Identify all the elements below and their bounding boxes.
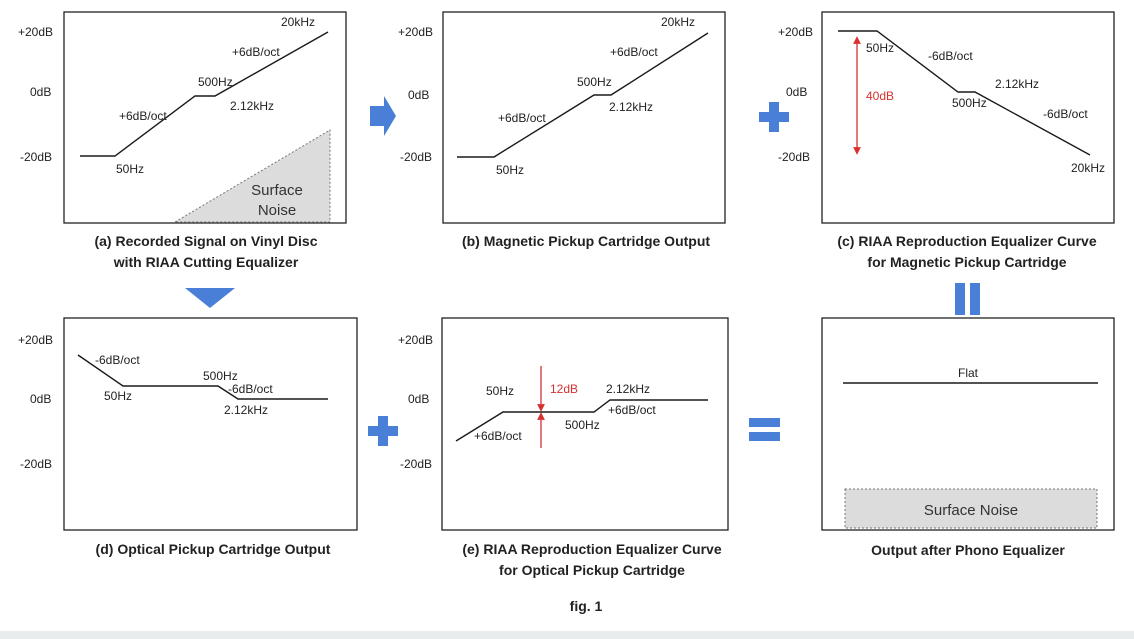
caption-e-line2: for Optical Pickup Cartridge (499, 562, 685, 578)
label-500hz: 500Hz (952, 96, 987, 110)
label-slope-hi: +6dB/oct (608, 403, 656, 417)
panel-b: +20dB 0dB -20dB 20kHz +6dB/oct 500Hz 2.1… (398, 11, 726, 249)
plus-icon (759, 102, 789, 132)
panel-e: +20dB 0dB -20dB 12dB 50Hz 2.12kHz +6dB/o… (398, 317, 729, 578)
label-slope-lo: -6dB/oct (95, 353, 140, 367)
label-500hz: 500Hz (198, 75, 233, 89)
label-slope-lo: +6dB/oct (119, 109, 167, 123)
label-40db: 40dB (866, 89, 894, 103)
riaa-optical-curve (455, 399, 708, 442)
caption-c-line2: for Magnetic Pickup Cartridge (867, 254, 1066, 270)
label-50hz: 50Hz (116, 162, 144, 176)
label-2khz: 2.12kHz (609, 100, 653, 114)
panel-d-frame (63, 317, 358, 531)
axis-label-zero: 0dB (30, 85, 51, 99)
axis-label-plus20: +20dB (398, 333, 433, 347)
equals-icon (749, 418, 780, 427)
axis-label-minus20: -20dB (400, 457, 432, 471)
caption-c-line1: (c) RIAA Reproduction Equalizer Curve (837, 233, 1097, 249)
equals-icon (749, 432, 780, 441)
axis-label-plus20: +20dB (18, 25, 53, 39)
caption-e-line1: (e) RIAA Reproduction Equalizer Curve (462, 541, 722, 557)
axis-label-zero: 0dB (30, 392, 51, 406)
axis-label-zero: 0dB (408, 88, 429, 102)
magnetic-output-curve (457, 32, 709, 158)
axis-label-zero: 0dB (786, 85, 807, 99)
axis-label-minus20: -20dB (778, 150, 810, 164)
label-2khz: 2.12kHz (606, 382, 650, 396)
panel-c: +20dB 0dB -20dB 40dB 50Hz -6dB/oct 2.12k… (778, 11, 1115, 270)
label-slope-lo: +6dB/oct (474, 429, 522, 443)
label-50hz: 50Hz (104, 389, 132, 403)
panel-a: +20dB 0dB -20dB Surface Noise 20kHz +6dB… (18, 11, 347, 270)
caption-a-line1: (a) Recorded Signal on Vinyl Disc (94, 233, 317, 249)
label-500hz: 500Hz (203, 369, 238, 383)
caption-d: (d) Optical Pickup Cartridge Output (96, 541, 331, 557)
optical-output-curve (77, 354, 328, 400)
caption-a-line2: with RIAA Cutting Equalizer (113, 254, 299, 270)
axis-label-plus20: +20dB (18, 333, 53, 347)
label-20khz: 20kHz (1071, 161, 1105, 175)
panel-b-frame (442, 11, 726, 224)
axis-label-minus20: -20dB (20, 457, 52, 471)
bottom-border-strip (0, 631, 1134, 639)
panel-f: Flat Surface Noise Output after Phono Eq… (821, 317, 1115, 558)
label-50hz: 50Hz (486, 384, 514, 398)
equals-vertical-icon (970, 283, 980, 315)
label-slope-lo: -6dB/oct (928, 49, 973, 63)
axis-label-zero: 0dB (408, 392, 429, 406)
caption-b: (b) Magnetic Pickup Cartridge Output (462, 233, 710, 249)
label-50hz: 50Hz (496, 163, 524, 177)
surface-noise-line2: Noise (258, 202, 296, 219)
label-2khz: 2.12kHz (995, 77, 1039, 91)
label-500hz: 500Hz (577, 75, 612, 89)
surface-noise-line1: Surface (251, 182, 303, 199)
recorded-signal-curve (80, 31, 329, 157)
axis-label-minus20: -20dB (400, 150, 432, 164)
arrow-right-icon (370, 96, 396, 136)
arrow-down-icon (185, 288, 235, 308)
panel-d: +20dB 0dB -20dB -6dB/oct 500Hz -6dB/oct … (18, 317, 358, 557)
axis-label-plus20: +20dB (778, 25, 813, 39)
panel-e-frame (441, 317, 729, 531)
label-flat: Flat (958, 366, 979, 380)
caption-f: Output after Phono Equalizer (871, 542, 1065, 558)
plus-icon (368, 416, 398, 446)
riaa-magnetic-curve (838, 30, 1091, 156)
label-slope-lo: +6dB/oct (498, 111, 546, 125)
label-50hz: 50Hz (866, 41, 894, 55)
surface-noise-band (844, 488, 1098, 529)
label-2khz: 2.12kHz (230, 99, 274, 113)
figure-label: fig. 1 (570, 598, 603, 614)
axis-label-plus20: +20dB (398, 25, 433, 39)
equals-vertical-icon (955, 283, 965, 315)
surface-noise-area (173, 129, 331, 223)
label-20khz: 20kHz (281, 15, 315, 29)
label-20khz: 20kHz (661, 15, 695, 29)
label-12db: 12dB (550, 382, 578, 396)
label-slope-hi: +6dB/oct (610, 45, 658, 59)
label-slope-hi: -6dB/oct (1043, 107, 1088, 121)
label-slope-hi: -6dB/oct (228, 382, 273, 396)
label-500hz: 500Hz (565, 418, 600, 432)
axis-label-minus20: -20dB (20, 150, 52, 164)
panel-c-frame (821, 11, 1115, 224)
label-2khz: 2.12kHz (224, 403, 268, 417)
surface-noise-label: Surface Noise (924, 502, 1018, 519)
label-slope-hi: +6dB/oct (232, 45, 280, 59)
